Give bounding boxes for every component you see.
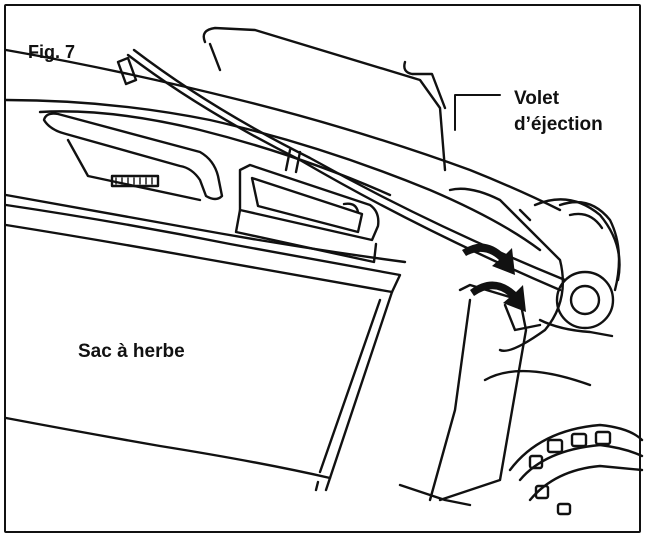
arrow-curved-right-icon <box>462 243 526 312</box>
grass-bag-rim <box>4 203 402 294</box>
handle-frame-vertical <box>202 26 447 172</box>
cable-clip <box>116 56 138 86</box>
figure-number-label: Fig. 7 <box>28 42 76 62</box>
grass-bag <box>4 193 407 492</box>
grass-bag-label: Sac à herbe <box>78 341 185 362</box>
chute-flap-label: Volet d’éjection <box>514 86 603 138</box>
mower-deck <box>398 283 592 507</box>
rear-wheel <box>508 423 644 516</box>
handle-frame-vertical-2 <box>208 42 447 110</box>
grip-latch <box>110 174 160 188</box>
handle-lower-bar <box>4 98 542 252</box>
handle-grip <box>42 112 224 202</box>
grass-bag-bottom <box>314 476 332 492</box>
chute-leader-line <box>454 94 501 131</box>
figure-border <box>4 4 641 533</box>
chute-frame <box>234 163 380 264</box>
grass-bag-front-edge <box>4 290 394 480</box>
upper-wheel <box>558 200 621 292</box>
handle-upper-bar <box>4 48 562 212</box>
grass-bag-top-edge <box>4 193 407 264</box>
grass-bag-side-line <box>318 298 382 474</box>
chute-label-line-2: d’éjection <box>514 114 603 135</box>
chute-label-line-1: Volet <box>514 88 560 109</box>
